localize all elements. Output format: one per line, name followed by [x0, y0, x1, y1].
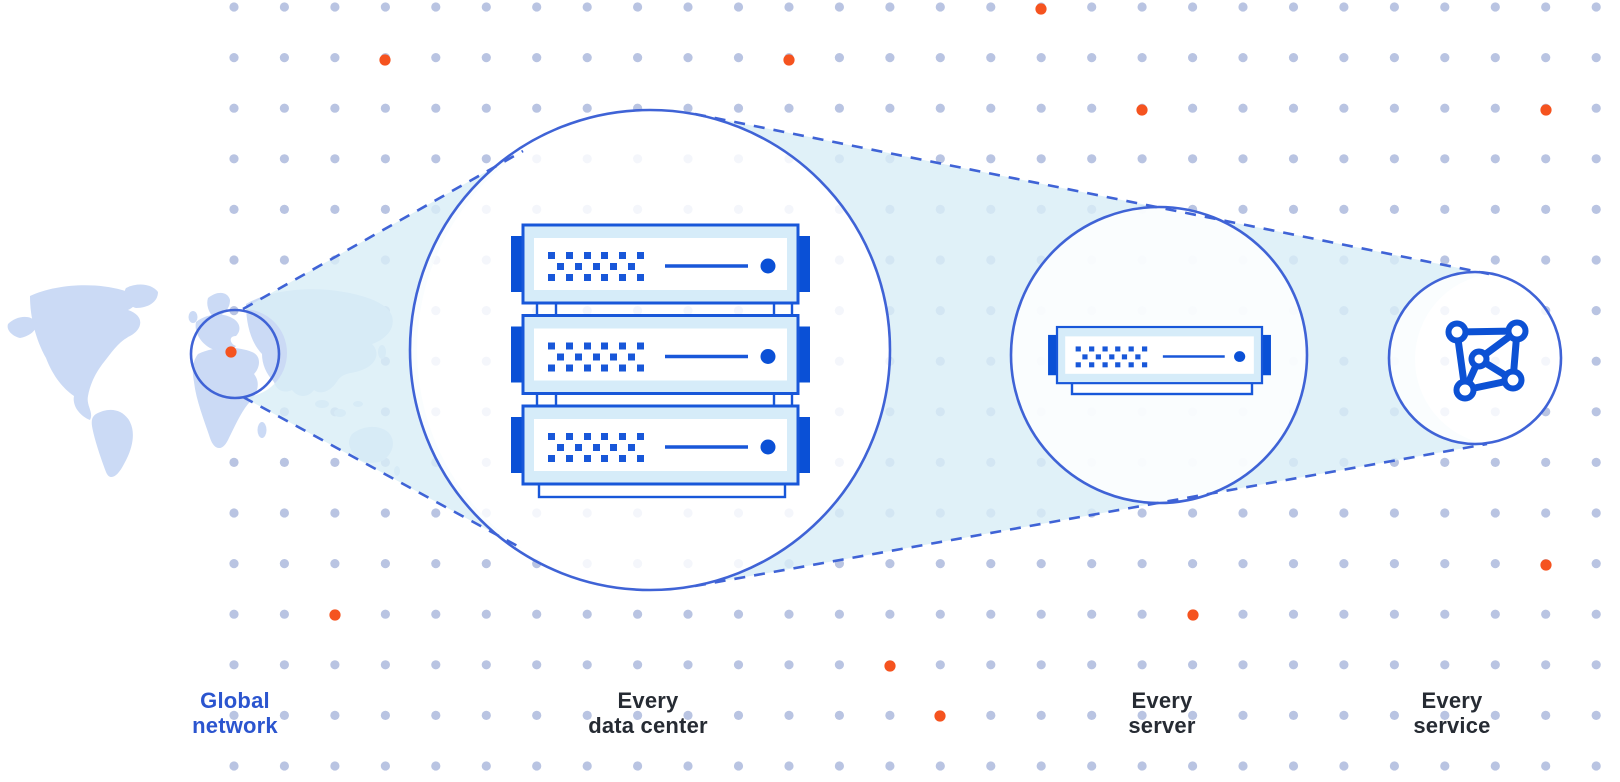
- label-every-service: Every service: [1413, 688, 1491, 738]
- accent-dot: [379, 54, 391, 66]
- map-madagascar: [257, 422, 267, 438]
- accent-dot: [934, 710, 946, 722]
- server-unit-icon: [1046, 325, 1273, 396]
- label-every-data-center: Every data center: [588, 688, 708, 738]
- map-location-marker: [225, 346, 237, 358]
- zoom-beam-map-to-datacenter: [243, 151, 523, 549]
- accent-dot: [1540, 104, 1552, 116]
- accent-dot: [1035, 3, 1047, 15]
- accent-dot: [1540, 559, 1552, 571]
- map-alaska: [7, 316, 37, 338]
- accent-dot: [783, 54, 795, 66]
- accent-dot: [1136, 104, 1148, 116]
- map-europe: [195, 314, 240, 352]
- map-greenland: [124, 284, 158, 308]
- label-global-network: Global network: [192, 688, 278, 738]
- map-south-america: [91, 409, 133, 478]
- server-rack-icon: [509, 223, 812, 499]
- map-region-circle: [189, 308, 281, 400]
- accent-dot: [329, 609, 341, 621]
- label-every-server: Every server: [1128, 688, 1196, 738]
- network-mesh-icon: [1445, 319, 1529, 402]
- map-uk: [188, 311, 198, 323]
- map-north-america: [30, 285, 141, 420]
- accent-dot: [884, 660, 896, 672]
- zoom-dashed-lines: [242, 112, 1490, 588]
- accent-dot: [1187, 609, 1199, 621]
